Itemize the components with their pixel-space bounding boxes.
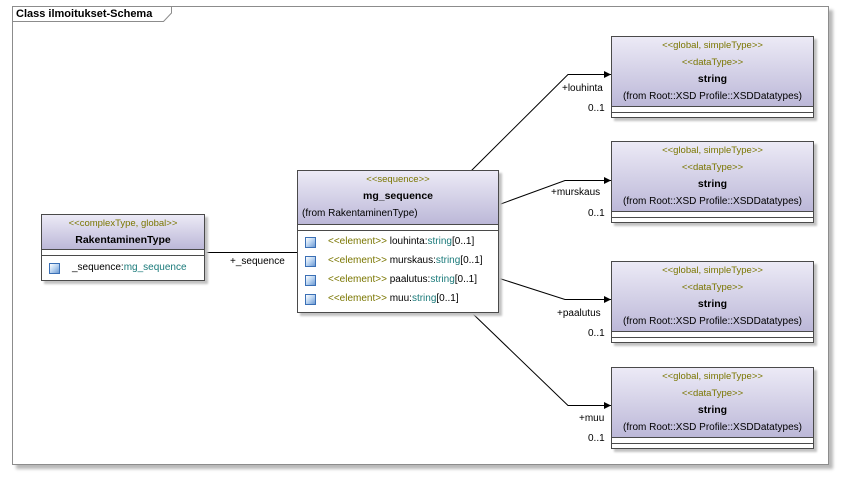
attribute-separator: [612, 332, 813, 338]
class-rakentaminentype[interactable]: <<complexType, global>> RakentaminenType…: [41, 214, 205, 281]
muu-arrowhead: [604, 402, 611, 409]
element-icon: [305, 256, 316, 267]
stereotype-label: <<dataType>>: [681, 388, 744, 399]
multiplicity-label-muu: 0..1: [588, 433, 605, 444]
stereotype-label: <<complexType, global>>: [68, 218, 178, 229]
empty-compartment: [612, 444, 813, 448]
paalutus-arrowhead: [604, 296, 611, 303]
stereotype-label: <<dataType>>: [681, 57, 744, 68]
class-name: string: [697, 404, 728, 416]
class-header: <<complexType, global>> RakentaminenType: [42, 215, 204, 250]
role-label-muu: +muu: [579, 413, 605, 424]
class-header: <<global, simpleType>> <<dataType>> stri…: [612, 368, 813, 438]
class-string-muu[interactable]: <<global, simpleType>> <<dataType>> stri…: [611, 367, 814, 449]
class-name: string: [697, 178, 728, 190]
stereotype-label: <<sequence>>: [366, 174, 430, 185]
element-icon: [305, 275, 316, 286]
class-header: <<global, simpleType>> <<dataType>> stri…: [612, 142, 813, 212]
louhinta-arrowhead: [604, 71, 611, 78]
class-name: mg_sequence: [362, 190, 434, 202]
attribute-separator: [612, 107, 813, 113]
stereotype-label: <<global, simpleType>>: [662, 145, 763, 156]
stereotype-label: <<dataType>>: [681, 162, 744, 173]
element-list: <<element>> louhinta:string[0..1] <<elem…: [298, 231, 498, 312]
class-mg-sequence[interactable]: <<sequence>> mg_sequence (from Rakentami…: [297, 170, 499, 313]
from-package-label: (from Root::XSD Profile::XSDDatatypes): [623, 422, 802, 433]
class-name: string: [697, 73, 728, 85]
class-header: <<global, simpleType>> <<dataType>> stri…: [612, 262, 813, 332]
element-row-paalutus[interactable]: <<element>> paalutus:string[0..1]: [298, 270, 498, 289]
role-label-murskaus: +murskaus: [551, 187, 601, 198]
stereotype-label: <<dataType>>: [681, 282, 744, 293]
multiplicity-label-murskaus: 0..1: [588, 208, 605, 219]
role-label-sequence: +_sequence: [230, 256, 285, 267]
from-package-label: (from Root::XSD Profile::XSDDatatypes): [623, 316, 802, 327]
stereotype-label: <<global, simpleType>>: [662, 265, 763, 276]
multiplicity-label-louhinta: 0..1: [588, 103, 605, 114]
attribute-separator: [612, 438, 813, 444]
element-icon: [305, 294, 316, 305]
attribute-separator: [42, 250, 204, 256]
attribute-icon: [49, 263, 60, 274]
from-package-label: (from Root::XSD Profile::XSDDatatypes): [623, 196, 802, 207]
from-package-label: (from RakentaminenType): [302, 208, 418, 219]
role-label-louhinta: +louhinta: [562, 83, 603, 94]
element-icon: [305, 237, 316, 248]
class-string-murskaus[interactable]: <<global, simpleType>> <<dataType>> stri…: [611, 141, 814, 223]
empty-compartment: [612, 338, 813, 342]
stereotype-label: <<global, simpleType>>: [662, 40, 763, 51]
class-header: <<global, simpleType>> <<dataType>> stri…: [612, 37, 813, 107]
element-row-murskaus[interactable]: <<element>> murskaus:string[0..1]: [298, 251, 498, 270]
paalutus-association-line: [497, 277, 611, 300]
class-string-paalutus[interactable]: <<global, simpleType>> <<dataType>> stri…: [611, 261, 814, 343]
role-label-paalutus: +paalutus: [557, 308, 601, 319]
attribute-separator: [298, 225, 498, 231]
empty-compartment: [612, 113, 813, 117]
murskaus-association-line: [497, 180, 611, 206]
element-row-louhinta[interactable]: <<element>> louhinta:string[0..1]: [298, 232, 498, 251]
class-name: string: [697, 298, 728, 310]
multiplicity-label-paalutus: 0..1: [588, 328, 605, 339]
class-name: RakentaminenType: [75, 234, 171, 246]
louhinta-association-line: [470, 74, 611, 172]
attribute-text: _sequence:mg_sequence: [72, 262, 187, 273]
class-header: <<sequence>> mg_sequence (from Rakentami…: [298, 171, 498, 225]
murskaus-arrowhead: [604, 177, 611, 184]
frame-title: Class ilmoitukset-Schema: [16, 8, 153, 20]
attribute-row[interactable]: _sequence:mg_sequence: [42, 258, 204, 277]
element-row-muu[interactable]: <<element>> muu:string[0..1]: [298, 289, 498, 308]
empty-compartment: [612, 218, 813, 222]
muu-association-line: [470, 311, 611, 406]
from-package-label: (from Root::XSD Profile::XSDDatatypes): [623, 91, 802, 102]
stereotype-label: <<global, simpleType>>: [662, 371, 763, 382]
attribute-separator: [612, 212, 813, 218]
frame-tab-outline: [13, 7, 172, 22]
class-string-louhinta[interactable]: <<global, simpleType>> <<dataType>> stri…: [611, 36, 814, 118]
